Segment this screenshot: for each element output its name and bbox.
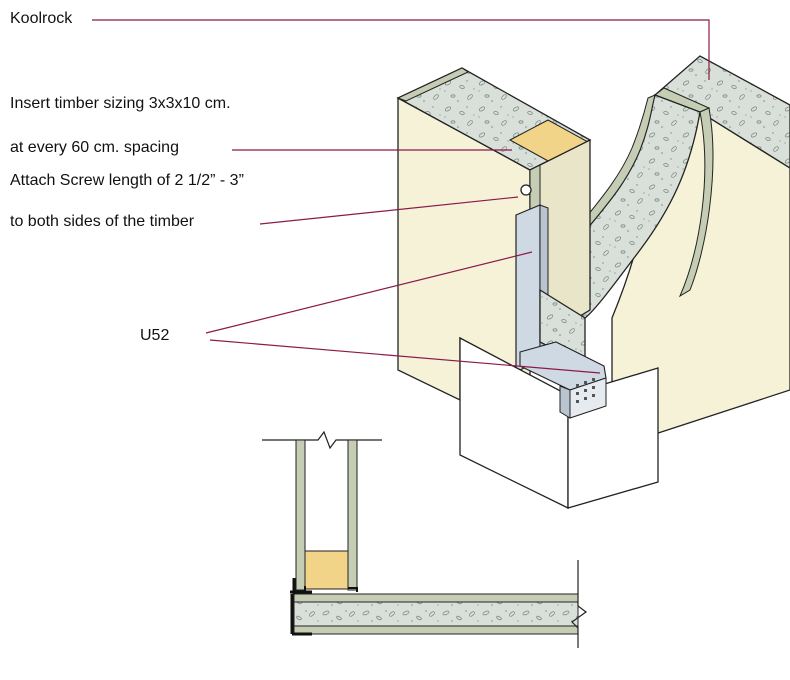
leader-koolrock	[92, 19, 710, 80]
leader-u52-a	[205, 251, 533, 334]
break-line-right	[571, 560, 588, 648]
isometric-view	[396, 55, 790, 510]
bracket-holes	[576, 378, 595, 403]
leader-screw	[259, 196, 519, 225]
label-screw-line1: Attach Screw length of 2 1/2” - 3”	[10, 172, 244, 189]
break-line-top	[262, 430, 382, 450]
horizontal-board-top	[293, 593, 579, 603]
label-screw-line2: to both sides of the timber	[10, 213, 195, 230]
label-timber-line2: at every 60 cm. spacing	[10, 139, 179, 156]
horizontal-core	[293, 601, 579, 627]
screw-icon	[520, 184, 532, 196]
label-u52: U52	[140, 327, 170, 344]
u52-channel-section	[290, 578, 312, 636]
timber-section	[304, 550, 349, 590]
vertical-board-left	[295, 439, 306, 591]
plan-section-view	[262, 430, 588, 648]
vertical-board-right	[347, 439, 358, 591]
horizontal-board-bottom	[293, 625, 579, 635]
label-timber-line1: Insert timber sizing 3x3x10 cm.	[10, 95, 231, 112]
leader-u52-b	[209, 339, 601, 374]
label-koolrock: Koolrock	[10, 10, 73, 27]
leader-lines	[92, 19, 710, 374]
